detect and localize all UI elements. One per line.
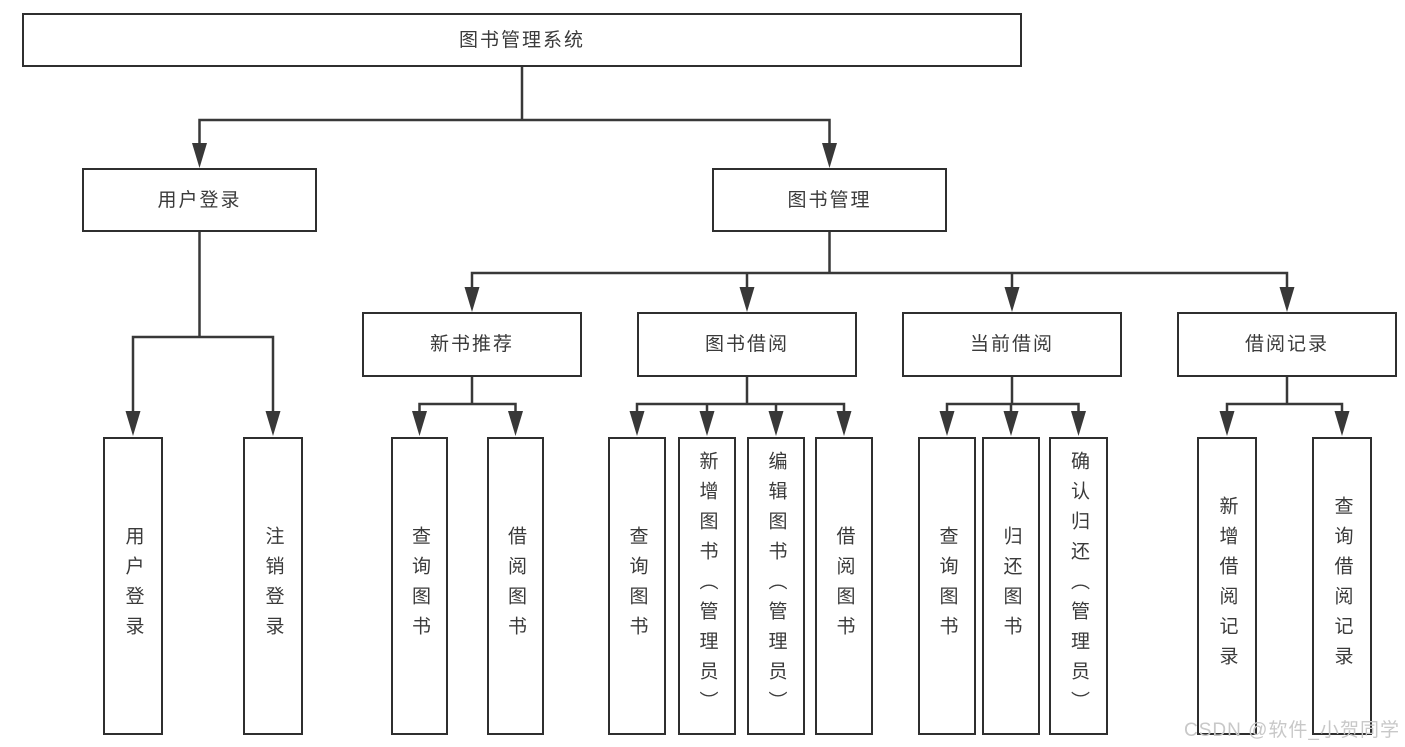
arrowhead-current-borrowing: [1004, 287, 1020, 312]
leaf-bb-query-books: 查询图书: [608, 437, 666, 735]
connector-new-book-group: [418, 377, 517, 411]
leaf-bb-edit-books-admin: 编辑图书（管理员）: [747, 437, 805, 735]
arrowhead-leaf-user-login: [125, 411, 141, 436]
node-label: 新增图书（管理员）: [696, 451, 718, 721]
csdn-watermark: CSDN @软件_小贺同学: [1184, 720, 1400, 741]
arrowhead-user-login: [192, 143, 207, 168]
node-label: 图书管理: [787, 189, 872, 211]
leaf-bb-borrow-books: 借阅图书: [815, 437, 873, 735]
leaf-nb-borrow-books: 借阅图书: [487, 437, 544, 735]
arrowhead-nb-query-books: [412, 411, 427, 436]
arrowhead-nb-borrow-books: [508, 411, 523, 436]
node-label: 编辑图书（管理员）: [765, 451, 787, 721]
node-label: 查询图书: [409, 526, 430, 646]
node-label: 归还图书: [1000, 526, 1022, 646]
leaf-cb-return-books: 归还图书: [982, 437, 1040, 735]
arrowhead-borrowing-records: [1279, 287, 1295, 312]
arrowhead-cb-confirm-return: [1071, 411, 1086, 436]
node-current-borrowing: 当前借阅: [902, 312, 1122, 377]
node-label: 图书借阅: [704, 334, 789, 355]
leaf-user-login: 用户登录: [103, 437, 163, 735]
node-user-login: 用户登录: [82, 168, 317, 232]
node-label: 当前借阅: [969, 334, 1054, 355]
node-label: 注销登录: [262, 526, 284, 646]
connector-book-management-to-level3: [470, 232, 1289, 288]
leaf-logout-login: 注销登录: [243, 437, 303, 735]
leaf-cb-query-books: 查询图书: [918, 437, 976, 735]
node-label: 确认归还（管理员）: [1068, 451, 1089, 721]
node-label: 新增借阅记录: [1216, 496, 1238, 676]
node-label: 用户登录: [122, 526, 144, 646]
node-label: 图书管理系统: [458, 29, 585, 51]
node-library-management-system: 图书管理系统: [22, 13, 1022, 67]
leaf-bb-add-books-admin: 新增图书（管理员）: [678, 437, 736, 735]
leaf-cb-confirm-return-admin: 确认归还（管理员）: [1049, 437, 1108, 735]
node-book-borrowing: 图书借阅: [637, 312, 857, 377]
arrowhead-new-book-recommendation: [464, 287, 480, 312]
connector-user-login-group: [131, 232, 275, 412]
arrowhead-book-management: [822, 143, 837, 168]
node-label: 借阅图书: [833, 526, 855, 646]
node-borrowing-records: 借阅记录: [1177, 312, 1397, 377]
arrowhead-cb-return-books: [1003, 411, 1019, 436]
connector-book-borrowing-group: [635, 377, 846, 411]
node-label: 用户登录: [157, 189, 242, 211]
arrowhead-cb-query-books: [939, 411, 955, 436]
connector-root-to-level2: [198, 67, 831, 144]
arrowhead-book-borrowing: [739, 287, 755, 312]
connector-current-borrowing-group: [945, 377, 1080, 411]
leaf-br-add-record: 新增借阅记录: [1197, 437, 1257, 735]
node-new-book-recommendation: 新书推荐: [362, 312, 582, 377]
node-book-management: 图书管理: [712, 168, 947, 232]
node-label: 查询图书: [626, 526, 648, 646]
leaf-br-query-record: 查询借阅记录: [1312, 437, 1372, 735]
arrowhead-bb-add-books: [699, 411, 715, 436]
arrowhead-bb-edit-books: [768, 411, 784, 436]
node-label: 查询借阅记录: [1331, 496, 1353, 676]
node-label: 借阅记录: [1244, 334, 1329, 355]
arrowhead-bb-query-books: [629, 411, 645, 436]
node-label: 新书推荐: [429, 334, 514, 355]
connector-borrowing-records-group: [1225, 377, 1344, 411]
node-label: 查询图书: [936, 526, 958, 646]
arrowhead-br-query-record: [1334, 411, 1350, 436]
node-label: 借阅图书: [505, 526, 526, 646]
arrowhead-br-add-record: [1219, 411, 1235, 436]
arrowhead-bb-borrow-books: [836, 411, 852, 436]
leaf-nb-query-books: 查询图书: [391, 437, 448, 735]
arrowhead-leaf-logout: [265, 411, 281, 436]
